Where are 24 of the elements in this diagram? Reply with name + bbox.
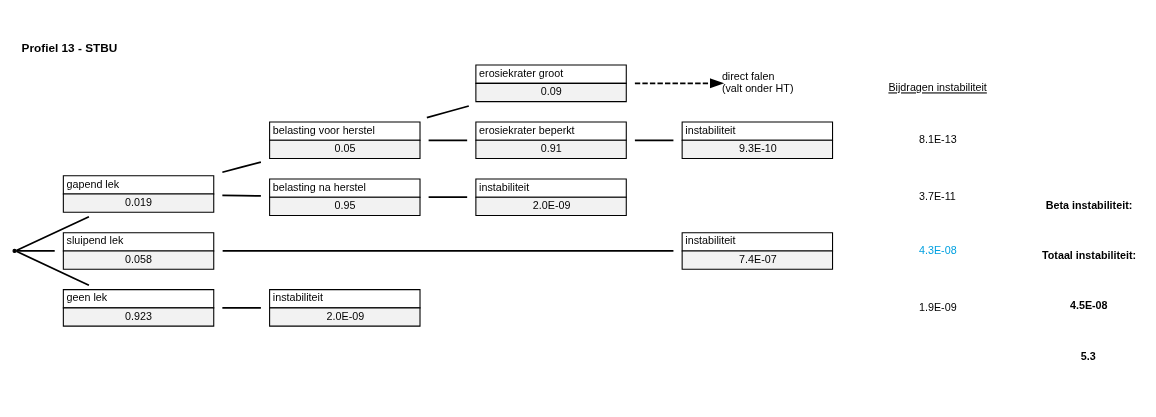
connector (634, 139, 675, 142)
node-point (12, 248, 17, 253)
label: 8.1E-13 (919, 132, 957, 145)
arrow (634, 78, 725, 89)
label: 1.9E-09 (919, 300, 957, 313)
connector (221, 194, 262, 197)
label: Bijdragen instabiliteit (888, 81, 987, 94)
label: 4.5E-08 (1069, 299, 1108, 312)
label: Beta instabiliteit: (1045, 198, 1133, 211)
connector (15, 250, 90, 287)
connector (426, 105, 470, 119)
node-text: direct falen (valt onder HT) (721, 70, 794, 94)
connector (221, 161, 262, 174)
label: 4.3E-08 (919, 243, 957, 256)
diagram-title: Profiel 13 - STBU (21, 40, 118, 55)
connector (221, 307, 262, 309)
label: 3.7E-11 (919, 189, 956, 202)
connector (427, 139, 468, 142)
connector (427, 196, 468, 199)
connector (15, 250, 56, 252)
connector (15, 215, 90, 252)
label: 5.3 (1080, 349, 1096, 362)
label: Totaal instabiliteit: (1042, 248, 1137, 261)
connector (221, 250, 675, 252)
